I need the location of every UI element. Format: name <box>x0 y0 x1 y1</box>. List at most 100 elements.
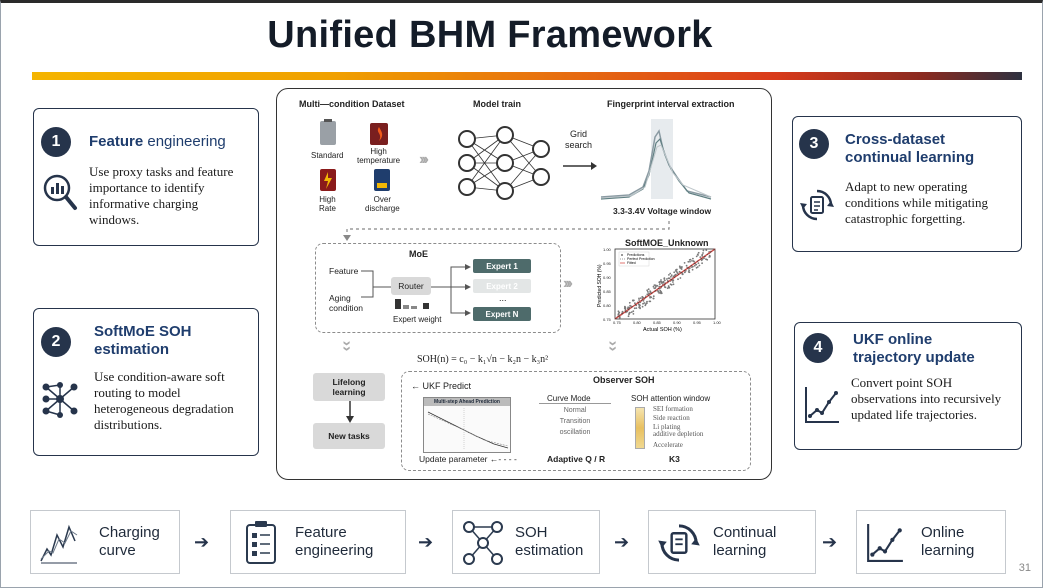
scatter-point <box>701 262 703 265</box>
lifelong-learning-box: Lifelong learning <box>313 373 385 401</box>
scatter-point <box>630 311 633 313</box>
scatter-point <box>697 251 700 254</box>
feature-label: Feature <box>329 266 359 276</box>
scatter-point <box>656 284 659 287</box>
attn-item-li: Li plating additive depletion <box>653 423 704 438</box>
dataset-heading: Multi—condition Dataset <box>299 99 405 109</box>
scatter-point <box>697 262 700 264</box>
network-node-icon <box>463 521 503 565</box>
battery-over-discharge-icon <box>374 169 390 191</box>
scatter-point <box>646 290 649 293</box>
y-tick: 0.90 <box>603 275 612 280</box>
scatter-point <box>649 300 652 303</box>
scatter-point <box>646 289 649 292</box>
multistep-chart: Multi-step Ahead Prediction <box>423 397 511 453</box>
scatter-point <box>639 297 642 299</box>
scatter-point <box>683 271 686 274</box>
attn-item-accel: Accelerate <box>653 441 683 449</box>
scatter-point <box>658 281 661 284</box>
scatter-point <box>667 277 670 280</box>
ukf-box <box>401 371 751 471</box>
scatter-point <box>642 302 644 305</box>
scatter-point <box>639 307 641 310</box>
scatter-point <box>647 288 650 291</box>
scatter-point <box>658 283 661 285</box>
step-feature-engineering: Feature engineering <box>230 510 406 574</box>
scatter-point <box>681 266 683 268</box>
card-number: 2 <box>41 327 71 357</box>
scatter-point <box>662 281 665 284</box>
step-arrow: ➔ <box>418 532 434 552</box>
aging-label: Aging condition <box>329 293 364 313</box>
x-tick: 0.75 <box>613 320 622 325</box>
scatter-point <box>669 272 672 275</box>
scatter-point <box>641 305 644 308</box>
scatter-point <box>666 287 669 290</box>
scatter-point <box>676 272 679 275</box>
router-box: Router <box>391 277 431 295</box>
scatter-point <box>702 252 704 254</box>
expert-n: Expert N <box>473 307 531 321</box>
scatter-point <box>617 312 620 315</box>
scatter-point <box>677 278 679 281</box>
scatter-point <box>678 265 681 268</box>
step-label: Charging curve <box>99 524 160 559</box>
scatter-point <box>687 271 690 273</box>
attn-gradient-bar <box>635 407 645 449</box>
scatter-point <box>666 278 668 280</box>
card-number: 3 <box>799 129 829 159</box>
card-body: Use proxy tasks and feature importance t… <box>89 164 234 227</box>
scatter-point <box>670 274 673 277</box>
scatter-point <box>692 260 695 262</box>
scatter-point <box>653 287 656 290</box>
scatter-point <box>664 279 666 282</box>
y-tick: 0.75 <box>603 317 612 322</box>
moe-box <box>315 243 561 333</box>
attn-item-side: Side reaction <box>653 413 690 422</box>
scatter-point <box>652 285 655 288</box>
scatter-point <box>660 282 663 284</box>
voltage-window-label: 3.3-3.4V Voltage window <box>613 206 712 216</box>
scatter-point <box>687 260 690 263</box>
curve-icon <box>40 524 78 564</box>
scatter-point <box>638 299 640 301</box>
scatter-point <box>679 267 682 269</box>
step-label: Online learning <box>921 524 975 559</box>
slide-title: Unified BHM Framework <box>267 14 713 56</box>
step-label: Feature engineering <box>295 524 374 559</box>
scatter-point <box>689 260 691 263</box>
trend-chart-icon <box>867 524 903 562</box>
scatter-point <box>635 307 638 309</box>
scatter-point <box>660 279 662 281</box>
card-body: Convert point SOH observations into recu… <box>851 375 1002 422</box>
card-number: 4 <box>803 333 833 363</box>
step-label: SOH estimation <box>515 524 584 559</box>
scatter-point <box>652 295 655 298</box>
softmoe-chart-title: SoftMOE_Unknown <box>625 238 709 248</box>
scatter-point <box>695 266 698 269</box>
scatter-point <box>633 307 636 310</box>
y-tick: 0.80 <box>603 303 612 308</box>
expert-weight-bars <box>395 299 429 309</box>
scatter-point <box>701 253 704 256</box>
scatter-point <box>691 268 694 271</box>
scatter-point <box>642 300 645 302</box>
scatter-point <box>672 283 675 286</box>
scatter-point <box>649 296 651 299</box>
chart-ylabel: Predicted SOH (%) <box>597 264 603 307</box>
chevrons-2: ››› <box>563 275 573 292</box>
grid-arrow <box>563 162 597 170</box>
moe-lines <box>361 264 471 316</box>
scatter-point <box>648 292 650 295</box>
x-tick: 0.85 <box>653 320 662 325</box>
scatter-point <box>657 290 660 293</box>
update-param-label: Update parameter ←‑ ‑ ‑ ‑ <box>419 454 517 464</box>
attn-window-label: SOH attention window <box>631 394 711 403</box>
mode-normal: Normal <box>563 407 587 414</box>
k3-label: K3 <box>669 454 680 464</box>
trend-chart-icon <box>805 387 839 423</box>
scatter-point <box>628 311 631 314</box>
